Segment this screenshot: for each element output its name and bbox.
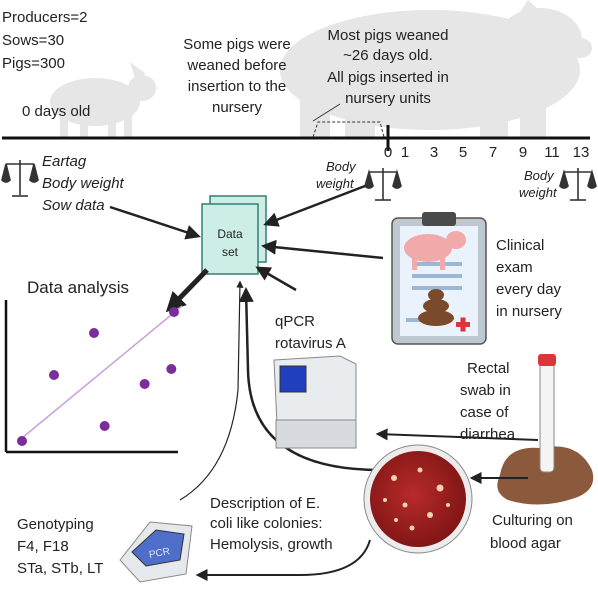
analysis-plot — [4, 300, 183, 454]
swab-to-qpcr-arrow — [375, 428, 539, 441]
left-measures: Eartag Body weight Sow data — [42, 153, 125, 214]
start-age-label: 0 days old — [22, 103, 90, 120]
svg-text:nursery units: nursery units — [345, 90, 431, 107]
tick-label: 7 — [489, 144, 497, 161]
swab-tube-icon — [538, 354, 556, 473]
svg-text:rotavirus A: rotavirus A — [275, 335, 346, 352]
svg-text:exam: exam — [496, 259, 533, 276]
timeline: 0 days old Some pigs were weaned before … — [2, 27, 590, 161]
trend-line — [21, 305, 183, 439]
svg-text:insertion to the: insertion to the — [188, 78, 286, 95]
svg-text:Body: Body — [326, 159, 357, 174]
agar-to-pcr-arrow — [195, 539, 371, 581]
some-weaned-note: Some pigs were weaned before insertion t… — [183, 36, 291, 116]
svg-text:Body: Body — [524, 168, 555, 183]
data-point — [49, 370, 59, 380]
farm-line: Pigs=300 — [2, 55, 65, 72]
data-point — [99, 421, 110, 431]
timeline-ticks: 0 1 3 5 7 9 11 13 — [384, 144, 590, 161]
dataset-label: Data — [217, 227, 243, 241]
svg-text:case of: case of — [460, 404, 509, 421]
pig-icon — [404, 231, 466, 270]
data-point — [169, 307, 179, 317]
svg-text:qPCR: qPCR — [275, 313, 315, 330]
pcr-device-icon: PCR — [119, 521, 193, 583]
svg-text:every day: every day — [496, 281, 562, 298]
dataset-to-analysis-arrow — [165, 268, 209, 313]
diarrhea-icon — [497, 446, 594, 505]
tick-label: 1 — [401, 144, 409, 161]
body-weight-mid: Body weight — [316, 159, 357, 191]
description-text: Description of E. coli like colonies: He… — [210, 495, 333, 553]
svg-text:swab in: swab in — [460, 382, 511, 399]
svg-text:Some pigs were: Some pigs were — [183, 36, 291, 53]
data-point — [166, 364, 177, 374]
svg-text:F4, F18: F4, F18 — [17, 538, 69, 555]
svg-text:nursery: nursery — [212, 99, 263, 116]
piglet-silhouette — [50, 62, 156, 138]
most-weaned-note: Most pigs weaned ~26 days old. All pigs … — [327, 27, 449, 107]
svg-text:Hemolysis, growth: Hemolysis, growth — [210, 536, 333, 553]
svg-text:Genotyping: Genotyping — [17, 516, 94, 533]
qpcr-text: qPCR rotavirus A — [275, 313, 346, 352]
scale-icon — [364, 168, 402, 201]
svg-text:Eartag: Eartag — [42, 153, 87, 170]
large-pig-silhouette — [280, 0, 592, 138]
svg-text:Body weight: Body weight — [42, 175, 125, 192]
pcr-device-label: PCR — [148, 546, 171, 561]
feces-icon — [418, 289, 454, 326]
svg-text:Sow data: Sow data — [42, 197, 105, 214]
svg-text:Rectal: Rectal — [467, 360, 510, 377]
qpcr-machine-icon — [273, 355, 357, 449]
scale-icon — [1, 160, 39, 197]
tick-label: 0 — [384, 144, 392, 161]
svg-text:diarrhea: diarrhea — [460, 426, 516, 443]
genotyping-text: Genotyping F4, F18 STa, STb, LT — [17, 516, 103, 577]
tick-label: 3 — [430, 144, 438, 161]
svg-text:Most pigs weaned: Most pigs weaned — [328, 27, 449, 44]
data-point — [139, 379, 150, 389]
svg-text:Description of E.: Description of E. — [210, 495, 320, 512]
svg-text:STa, STb, LT: STa, STb, LT — [17, 560, 103, 577]
tick-label: 11 — [544, 144, 560, 161]
svg-text:~26 days old.: ~26 days old. — [343, 47, 433, 64]
svg-text:All pigs inserted in: All pigs inserted in — [327, 69, 449, 86]
dataset-document: Data set — [201, 195, 267, 275]
tick-label: 13 — [573, 144, 590, 161]
clinical-exam-text: Clinical exam every day in nursery — [496, 237, 562, 320]
blood-agar-plate-icon — [363, 444, 473, 554]
data-point — [89, 328, 99, 338]
culturing-text: Culturing on blood agar — [490, 512, 573, 552]
svg-text:coli like colonies:: coli like colonies: — [210, 515, 323, 532]
data-point — [17, 436, 27, 446]
svg-text:weight: weight — [519, 185, 558, 200]
scale-icon — [559, 168, 597, 201]
medical-cross-icon — [456, 317, 470, 332]
svg-text:blood agar: blood agar — [490, 535, 561, 552]
farm-info: Producers=2 Sows=30 Pigs=300 — [2, 9, 87, 72]
farm-line: Sows=30 — [2, 32, 64, 49]
svg-text:Clinical: Clinical — [496, 237, 544, 254]
dataset-label: set — [222, 245, 239, 259]
tick-label: 5 — [459, 144, 467, 161]
svg-text:weight: weight — [316, 176, 355, 191]
analysis-title: Data analysis — [27, 278, 129, 297]
body-weight-right: Body weight — [519, 168, 558, 200]
farm-line: Producers=2 — [2, 9, 87, 26]
svg-text:in nursery: in nursery — [496, 303, 562, 320]
svg-text:Culturing on: Culturing on — [492, 512, 573, 529]
tick-label: 9 — [519, 144, 527, 161]
rectal-swab-text: Rectal swab in case of diarrhea — [460, 360, 516, 443]
svg-text:weaned before: weaned before — [186, 57, 286, 74]
